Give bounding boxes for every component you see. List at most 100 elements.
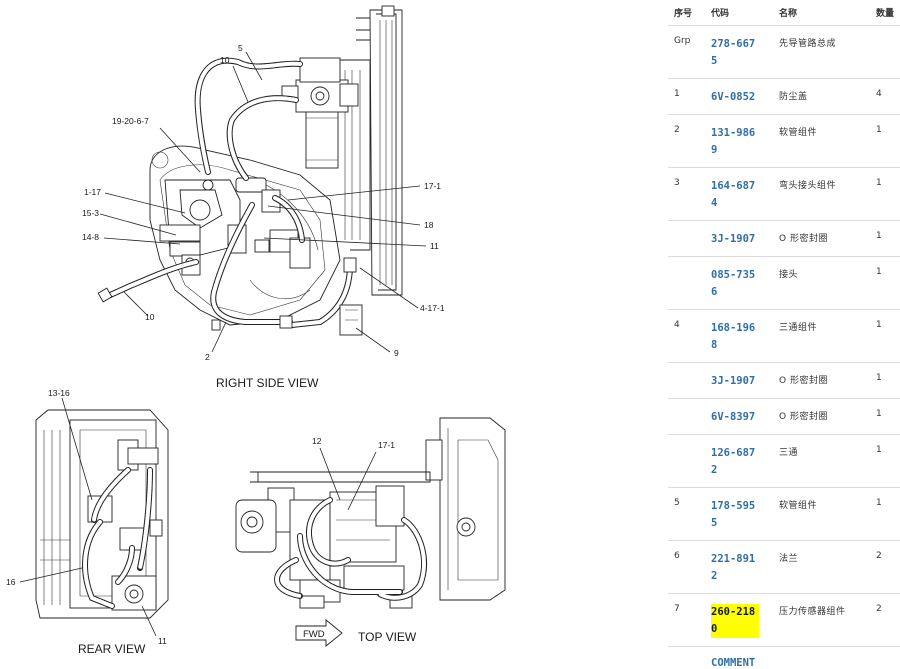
callout-15-3: 15-3	[82, 208, 99, 218]
header-seq: 序号	[668, 0, 705, 26]
row-code-cell: 221-8912	[705, 540, 773, 594]
row-seq: 3	[668, 167, 705, 221]
part-code-link[interactable]: 131-9869	[711, 127, 756, 156]
top-view: 12 17-1 FWD TOP VIEW	[235, 417, 506, 647]
row-seq	[668, 434, 705, 488]
right-side-view: 5 10 19-20-6-7 1-17 15-3 14-8 10 17-1 18…	[82, 5, 445, 390]
callout-17-1-right: 17-1	[424, 181, 441, 191]
callout-18: 18	[424, 220, 434, 230]
row-part-name: 三通组件	[773, 309, 870, 363]
row-seq: 1	[668, 78, 705, 115]
part-code-link[interactable]: 126-6872	[711, 447, 756, 476]
row-code-cell: 085-7356	[705, 256, 773, 310]
callout-11-rear: 11	[158, 636, 167, 646]
callout-19-20-6-7: 19-20-6-7	[112, 116, 149, 126]
callout-5: 5	[238, 43, 243, 53]
row-part-name: 弯头接头组件	[773, 167, 870, 221]
row-qty: 1	[870, 220, 900, 257]
row-code-cell: 6V-0852	[705, 78, 773, 115]
row-code-cell: 3J-1907	[705, 362, 773, 399]
header-code: 代码	[705, 0, 773, 26]
row-seq	[668, 256, 705, 310]
rear-view-label: REAR VIEW	[78, 642, 146, 656]
row-part-name: 压力传感器组件	[773, 593, 870, 647]
row-part-name: 先导管路总成	[773, 25, 870, 79]
forward-arrow-icon	[295, 619, 343, 647]
part-code-link[interactable]: 178-5955	[711, 500, 756, 529]
callout-1-17: 1-17	[84, 187, 101, 197]
part-code-link[interactable]: 3J-1907	[711, 233, 756, 245]
row-part-name: 三通	[773, 434, 870, 488]
row-seq: 2	[668, 114, 705, 168]
callout-10-upper: 10	[220, 55, 230, 65]
row-code-cell: 168-1968	[705, 309, 773, 363]
part-code-link[interactable]: 221-8912	[711, 553, 756, 582]
row-part-name: O 形密封圈	[773, 220, 870, 257]
top-view-label: TOP VIEW	[358, 630, 417, 644]
row-seq: 5	[668, 487, 705, 541]
part-code-link[interactable]: 260-2180	[711, 604, 759, 638]
callout-16: 16	[6, 577, 16, 587]
part-code-link[interactable]: 3J-1907	[711, 375, 756, 387]
row-seq	[668, 362, 705, 399]
fwd-label: FWD	[303, 629, 325, 640]
row-qty: 2	[870, 540, 900, 594]
row-part-name: 法兰	[773, 540, 870, 594]
row-code-cell: 178-5955	[705, 487, 773, 541]
part-code-link[interactable]: 164-6874	[711, 180, 756, 209]
row-part-name: O 形密封圈	[773, 398, 870, 435]
row-qty: 1	[870, 309, 900, 363]
part-code-link[interactable]: 6V-8397	[711, 411, 756, 423]
row-code-cell: 278-6675	[705, 25, 773, 79]
row-qty	[870, 25, 900, 79]
row-seq: 7	[668, 593, 705, 647]
row-seq: 4	[668, 309, 705, 363]
part-code-link[interactable]: 6V-0852	[711, 91, 756, 103]
row-seq	[668, 220, 705, 257]
row-code-cell: 260-2180	[705, 593, 773, 647]
comment-link[interactable]: COMMENT	[711, 657, 756, 669]
part-code-link[interactable]: 278-6675	[711, 38, 756, 67]
row-part-name: 接头	[773, 256, 870, 310]
header-qty: 数量	[870, 0, 900, 26]
row-seq: 6	[668, 540, 705, 594]
row-qty: 1	[870, 167, 900, 221]
comment-spacer	[668, 647, 705, 669]
callout-10-lower: 10	[145, 312, 155, 322]
row-code-cell: 131-9869	[705, 114, 773, 168]
row-qty: 1	[870, 256, 900, 310]
callout-12: 12	[312, 436, 322, 446]
parts-table-header-row: 序号 代码 名称 数量	[668, 0, 900, 26]
callout-2: 2	[205, 352, 210, 362]
row-qty: 1	[870, 434, 900, 488]
row-qty: 1	[870, 487, 900, 541]
row-part-name: O 形密封圈	[773, 362, 870, 399]
row-code-cell: 6V-8397	[705, 398, 773, 435]
callout-13-16: 13-16	[48, 388, 70, 398]
row-code-cell: 164-6874	[705, 167, 773, 221]
part-code-link[interactable]: 085-7356	[711, 269, 756, 298]
callout-17-1-top: 17-1	[378, 440, 395, 450]
row-seq	[668, 398, 705, 435]
row-qty: 4	[870, 78, 900, 115]
row-qty: 2	[870, 593, 900, 647]
part-code-link[interactable]: 168-1968	[711, 322, 756, 351]
header-name: 名称	[773, 0, 870, 26]
row-qty: 1	[870, 114, 900, 168]
row-qty: 1	[870, 362, 900, 399]
rear-view: 13-16 16 11 REAR VIEW	[6, 388, 169, 656]
